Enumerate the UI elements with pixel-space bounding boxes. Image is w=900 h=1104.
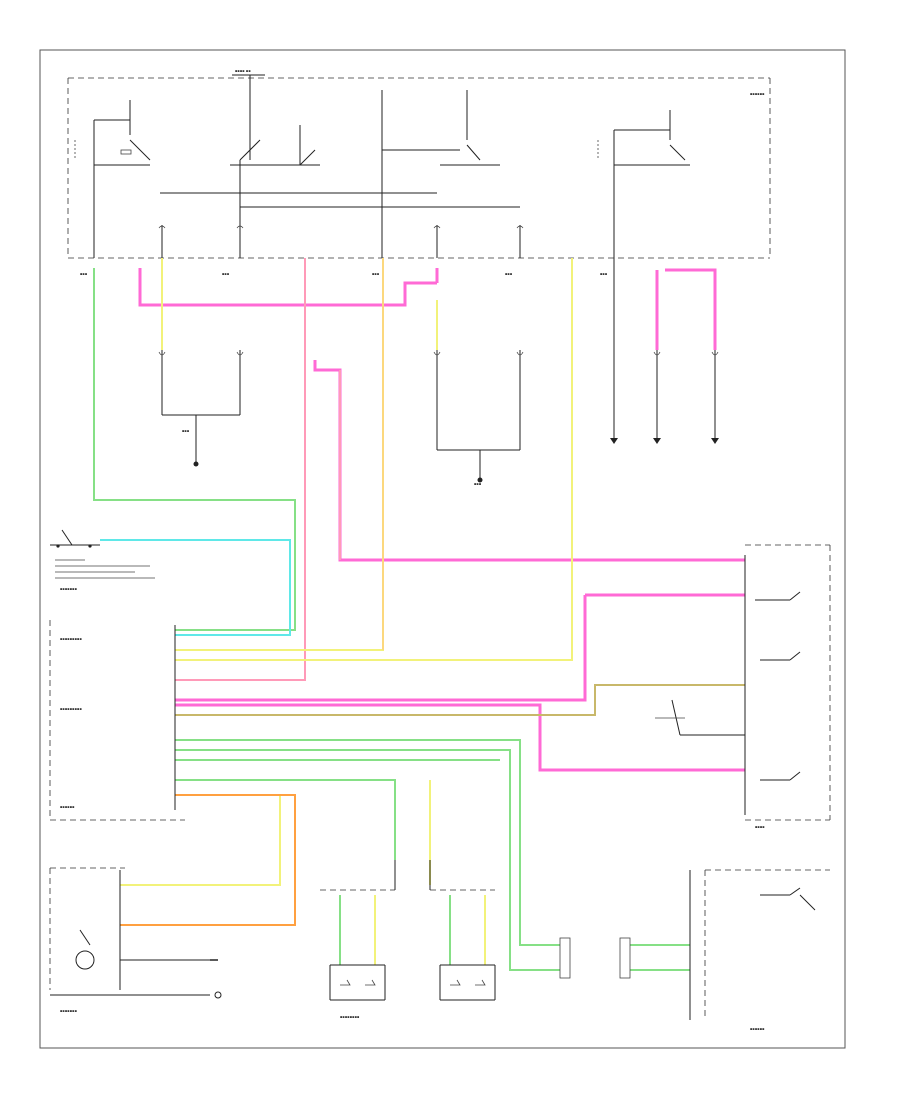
relay-4	[613, 110, 690, 258]
svg-text:▪▪▪: ▪▪▪	[182, 429, 190, 433]
body-control-module	[49, 529, 185, 821]
svg-text:▪▪▪: ▪▪▪	[80, 272, 88, 276]
svg-text:▪▪▪: ▪▪▪	[222, 272, 230, 276]
headlamp-right-group	[433, 350, 524, 483]
svg-text:▪▪▪▪▪▪: ▪▪▪▪▪▪	[60, 805, 75, 809]
headlamp-left-group	[158, 350, 244, 467]
svg-text:▪▪▪▪▪▪: ▪▪▪▪▪▪	[750, 1027, 765, 1031]
yellow-wire-group	[120, 258, 573, 965]
svg-text:▪▪▪▪▪▪: ▪▪▪▪▪▪	[750, 92, 765, 96]
svg-text:▪▪▪▪▪▪▪: ▪▪▪▪▪▪▪	[60, 1009, 78, 1013]
svg-text:▪▪▪▪: ▪▪▪▪	[755, 825, 765, 829]
svg-text:▪▪▪: ▪▪▪	[505, 272, 513, 276]
orange-wire	[120, 794, 296, 926]
instrument-cluster	[689, 869, 830, 1020]
fuses	[158, 225, 524, 258]
fog-lamps-group	[610, 258, 719, 444]
ground-symbol	[477, 477, 483, 483]
ground-symbol	[193, 461, 199, 467]
ambient-light-sensor	[49, 867, 222, 999]
svg-text:▪▪▪▪▪▪▪: ▪▪▪▪▪▪▪	[60, 587, 78, 591]
svg-text:▪▪▪▪▪▪▪▪: ▪▪▪▪▪▪▪▪	[340, 1015, 360, 1019]
fuse-relay-block	[67, 74, 771, 259]
pink-wire-low-beam	[175, 258, 306, 681]
inline-connector	[559, 937, 631, 979]
relay-1	[93, 100, 151, 258]
svg-text:▪▪▪▪▪▪▪▪▪: ▪▪▪▪▪▪▪▪▪	[60, 707, 82, 711]
diagram-border	[39, 49, 846, 1049]
relay-3	[381, 90, 500, 258]
tan-wire	[175, 684, 745, 716]
svg-text:▪▪▪▪ ▪▪: ▪▪▪▪ ▪▪	[235, 69, 251, 73]
headlamp-switch-block	[655, 544, 831, 821]
svg-text:▪▪▪: ▪▪▪	[372, 272, 380, 276]
green-wire-group	[93, 268, 690, 971]
turn-signal-right	[430, 889, 496, 1001]
svg-text:▪▪▪▪▪▪▪▪▪: ▪▪▪▪▪▪▪▪▪	[60, 637, 82, 641]
wire-callouts: ▪▪▪▪ ▪▪ ▪▪▪▪▪▪ ▪▪▪ ▪▪▪ ▪▪▪ ▪▪▪ ▪▪▪ ▪▪▪ ▪…	[60, 69, 765, 1031]
relay-2	[230, 125, 320, 258]
cyan-wire	[100, 539, 291, 636]
svg-text:▪▪▪: ▪▪▪	[600, 272, 608, 276]
pink-wire-group	[138, 268, 745, 772]
svg-text:▪▪▪: ▪▪▪	[474, 482, 482, 486]
turn-signal-left	[320, 889, 395, 1001]
